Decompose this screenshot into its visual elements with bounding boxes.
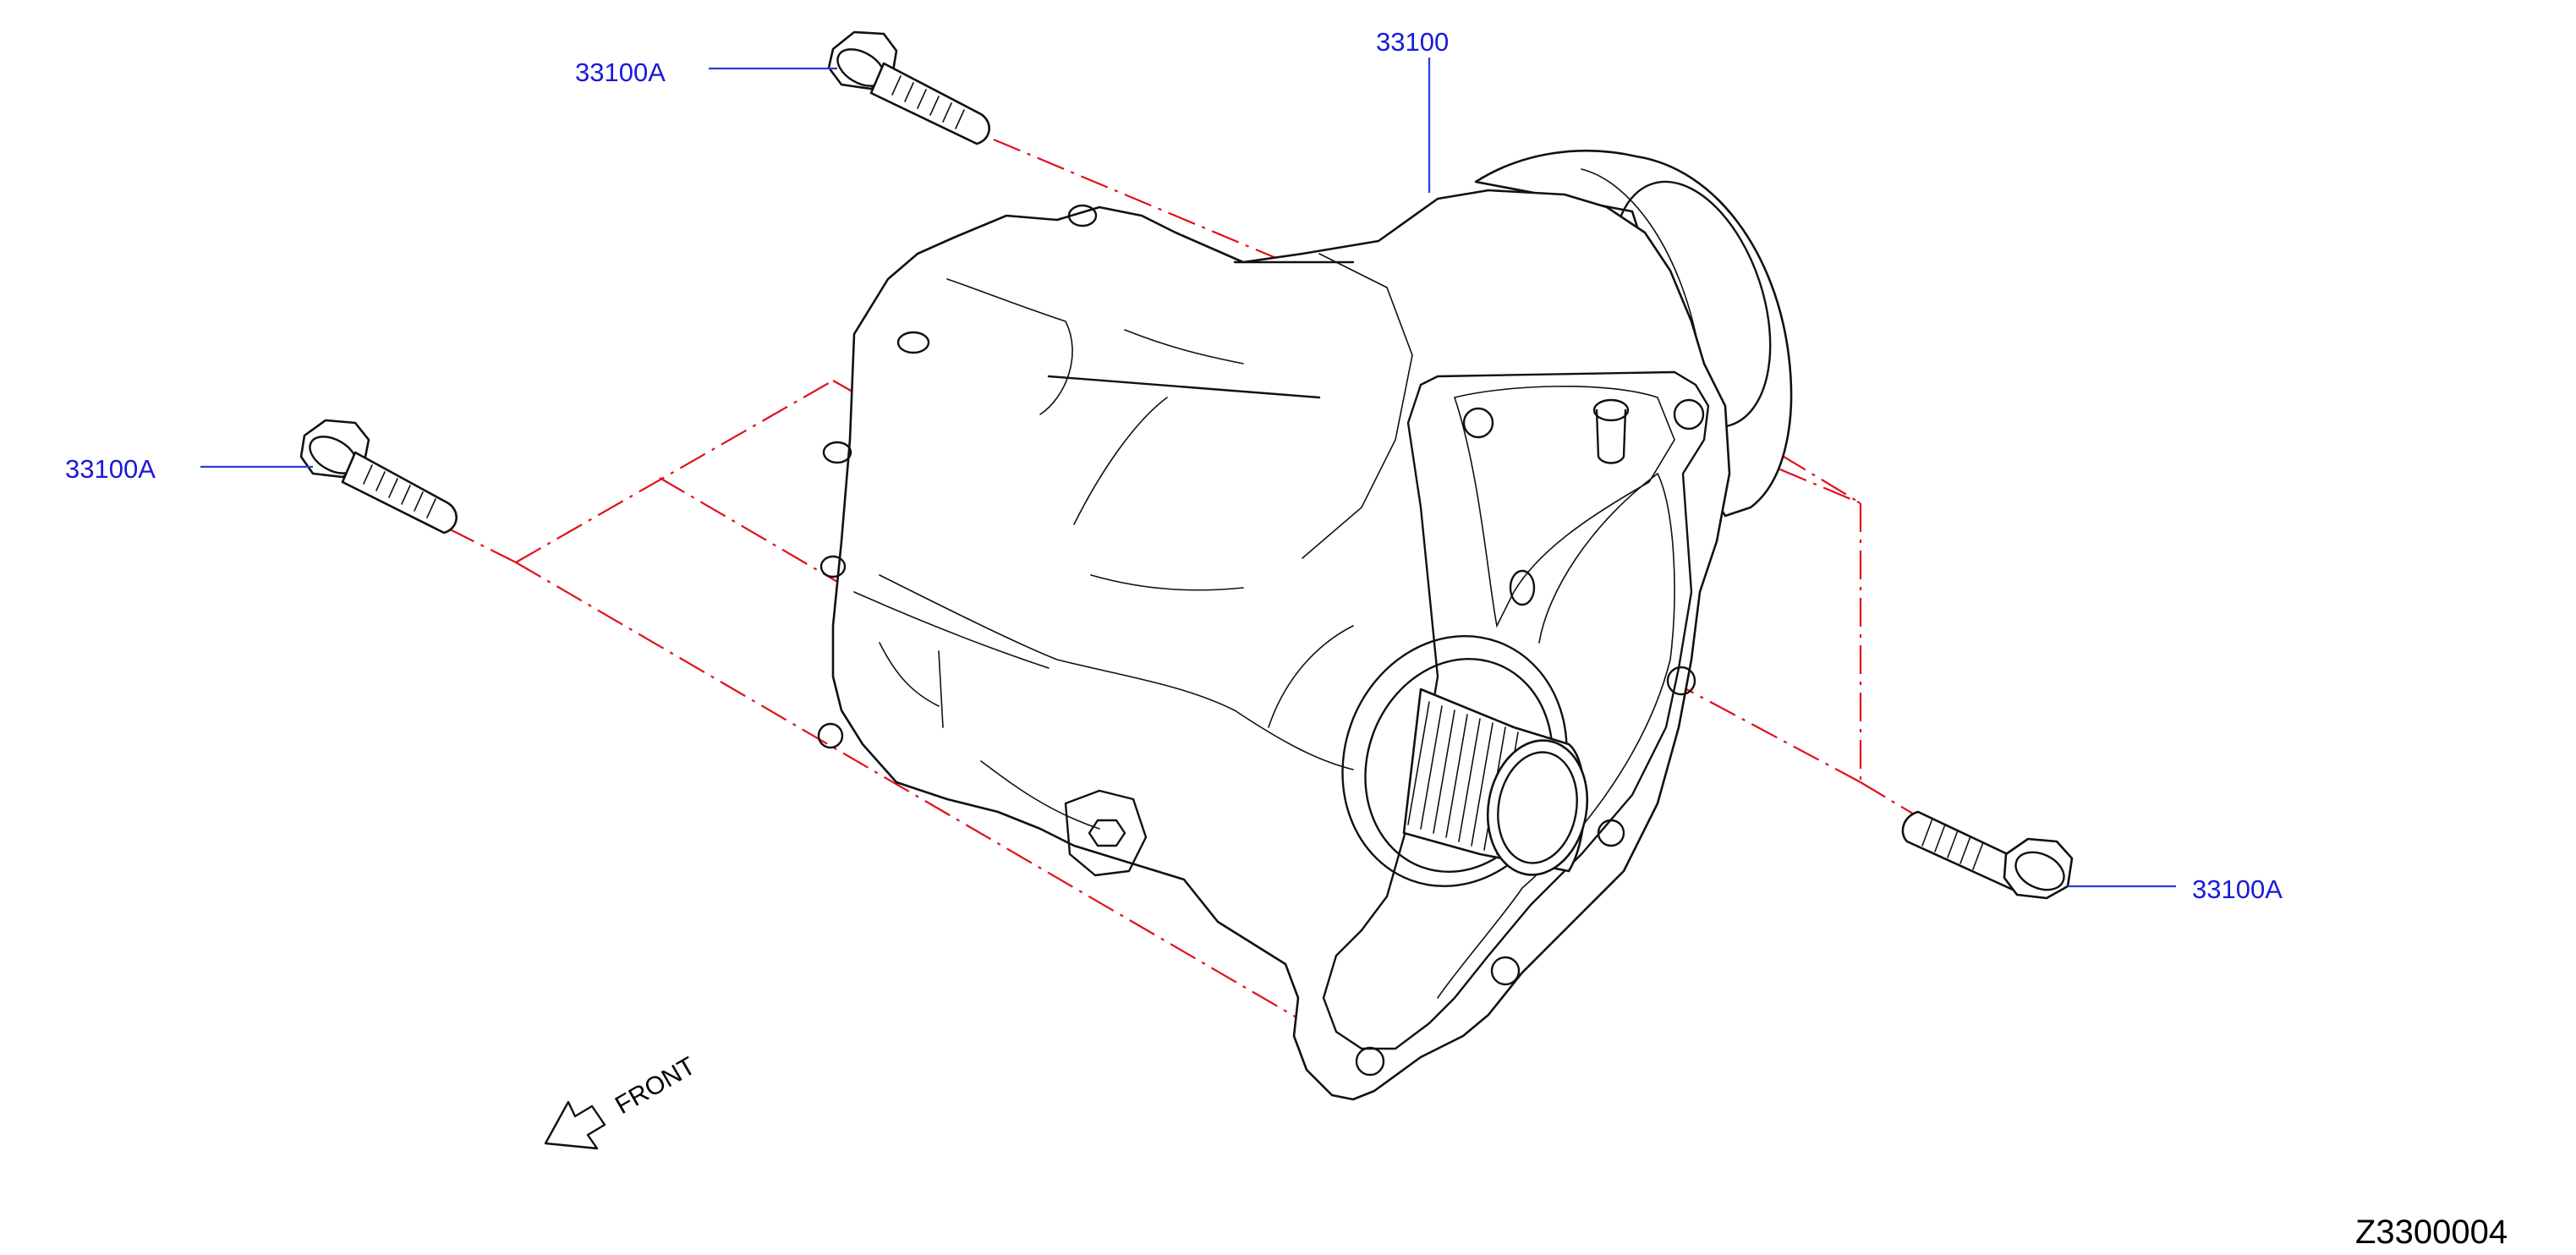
front-label: FRONT xyxy=(611,1052,700,1120)
bolt-right-33100A xyxy=(1901,810,2074,900)
bolt-top-33100A xyxy=(827,30,990,145)
front-indicator: FRONT xyxy=(544,1052,700,1150)
drawing-id: Z3300004 xyxy=(2355,1214,2507,1251)
transfer-case-33100 xyxy=(817,150,1793,1101)
part-label-33100a-left: 33100A xyxy=(65,454,156,484)
part-label-33100: 33100 xyxy=(1376,27,1449,57)
part-label-33100a-right: 33100A xyxy=(2192,874,2283,904)
leader-lines xyxy=(200,58,2176,888)
front-arrow-icon xyxy=(544,1100,606,1150)
bolt-left-33100A xyxy=(299,419,458,534)
part-label-33100a-top: 33100A xyxy=(575,58,666,87)
